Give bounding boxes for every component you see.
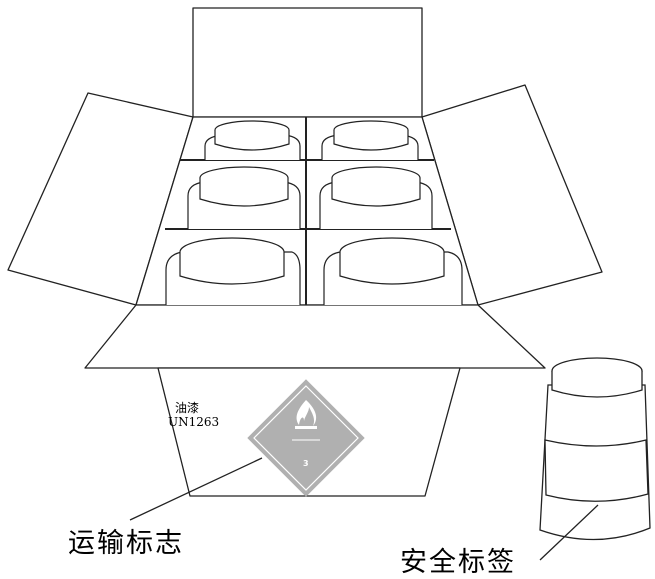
box-un-number: UN1263 — [168, 415, 220, 429]
jar-1 — [204, 120, 301, 160]
jar-6 — [323, 237, 463, 305]
transport-mark-label: 运输标志 — [68, 528, 184, 559]
jar-4 — [319, 166, 433, 229]
standalone-jar — [539, 357, 651, 541]
jar-2 — [321, 120, 419, 160]
safety-label-leader — [539, 504, 599, 561]
back-flap — [192, 7, 423, 118]
front-flap — [84, 304, 546, 369]
jar-3 — [187, 166, 301, 229]
box-product-name: 油漆 — [175, 401, 200, 415]
hazard-class-number: 3 — [303, 459, 309, 468]
jar-5 — [165, 237, 301, 305]
flame-icon — [295, 400, 317, 429]
hazard-diamond-label — [247, 379, 365, 497]
transport-mark-leader — [129, 457, 263, 521]
safety-label-text: 安全标签 — [400, 547, 516, 578]
